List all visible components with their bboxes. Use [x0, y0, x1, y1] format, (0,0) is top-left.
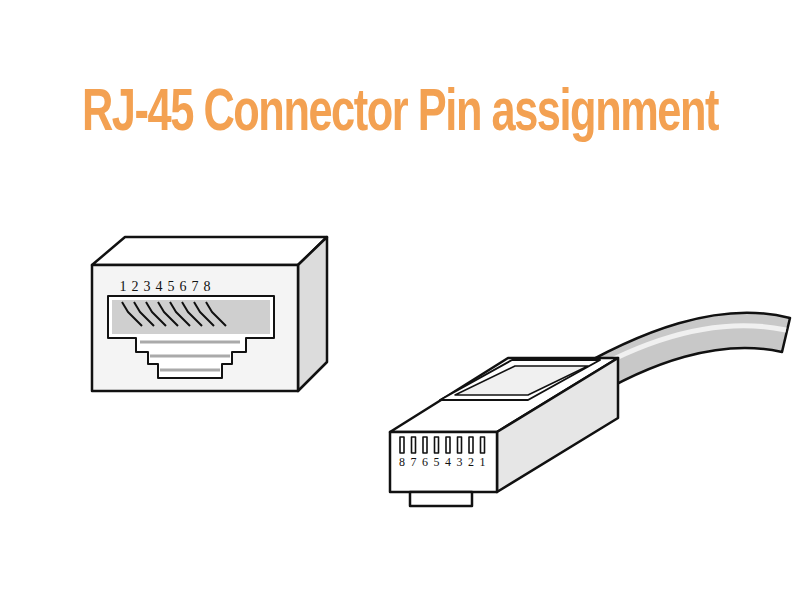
- pin-number: 5: [434, 456, 440, 468]
- plug-front: [390, 432, 497, 492]
- pin-number: 8: [204, 280, 211, 294]
- plug-side: [497, 358, 618, 492]
- plug-tab: [410, 492, 472, 506]
- plug-contact: [400, 437, 404, 453]
- plug-contact: [446, 437, 450, 453]
- jack-front: [92, 265, 298, 391]
- jack-contact: [182, 302, 202, 326]
- pin-number: 5: [168, 280, 175, 294]
- pin-number: 4: [156, 280, 163, 294]
- pin-number: 3: [457, 456, 463, 468]
- jack-side: [298, 237, 327, 391]
- pin-number: 4: [445, 456, 451, 468]
- pin-number: 3: [144, 280, 151, 294]
- pin-number: 1: [120, 280, 127, 294]
- pin-number: 6: [422, 456, 428, 468]
- plug-contact: [423, 437, 427, 453]
- plug-contact: [412, 437, 416, 453]
- plug-contact: [435, 437, 439, 453]
- plug-contact: [469, 437, 473, 453]
- pin-number: 6: [180, 280, 187, 294]
- jack-top: [92, 237, 327, 265]
- plug-contact: [481, 437, 485, 453]
- pin-number: 8: [399, 456, 405, 468]
- jack-contact: [134, 302, 154, 326]
- jack-contact: [122, 302, 142, 326]
- pin-number: 2: [132, 280, 139, 294]
- jack-opening: [108, 296, 274, 378]
- jack-contact: [146, 302, 166, 326]
- title: RJ-45 Connector Pin assignment: [82, 80, 718, 140]
- jack-contact: [206, 302, 226, 326]
- pin-number: 2: [468, 456, 474, 468]
- jack-contact: [194, 302, 214, 326]
- jack-contact: [170, 302, 190, 326]
- plug-contact: [458, 437, 462, 453]
- pin-number: 1: [480, 456, 486, 468]
- pin-number: 7: [192, 280, 199, 294]
- jack-contact: [158, 302, 178, 326]
- pin-number: 7: [411, 456, 417, 468]
